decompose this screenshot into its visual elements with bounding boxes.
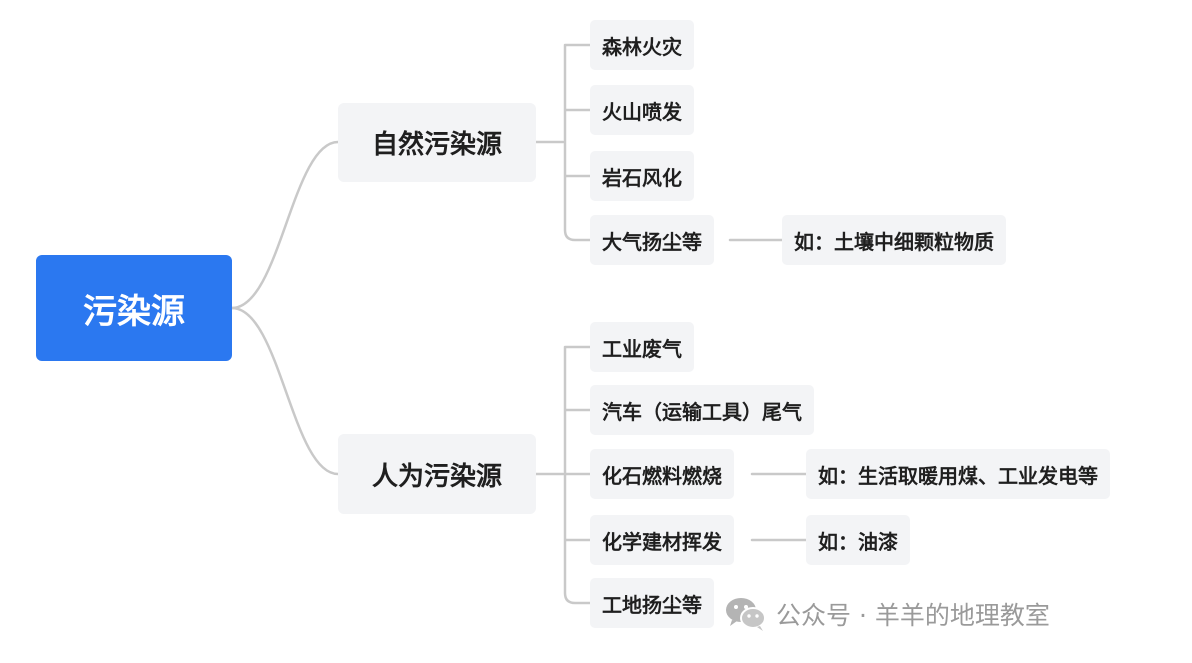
note-heating-power[interactable]: 如：生活取暖用煤、工业发电等: [806, 449, 1110, 499]
wechat-icon: [726, 598, 766, 631]
leaf-rock-weathering[interactable]: 岩石风化: [590, 151, 694, 201]
connector-natural-children: [534, 43, 592, 242]
connector-root-human: [230, 306, 340, 476]
watermark: 公众号 · 羊羊的地理教室: [724, 592, 1050, 636]
leaf-atmospheric-dust[interactable]: 大气扬尘等: [590, 215, 714, 265]
connector-root-natural: [230, 140, 340, 310]
branch-human-sources[interactable]: 人为污染源: [338, 434, 536, 514]
connector-human-children: [534, 345, 592, 605]
leaf-vehicle-exhaust[interactable]: 汽车（运输工具）尾气: [590, 385, 814, 435]
branch-natural-sources[interactable]: 自然污染源: [338, 103, 536, 182]
leaf-construction-dust[interactable]: 工地扬尘等: [590, 578, 714, 628]
leaf-forest-fire[interactable]: 森林火灾: [590, 20, 694, 70]
leaf-fossil-fuel-burning[interactable]: 化石燃料燃烧: [590, 449, 734, 499]
watermark-text: 公众号 · 羊羊的地理教室: [776, 601, 1050, 630]
leaf-industrial-exhaust[interactable]: 工业废气: [590, 322, 694, 372]
leaf-volcano-eruption[interactable]: 火山喷发: [590, 85, 694, 135]
note-soil-particles[interactable]: 如：土壤中细颗粒物质: [782, 215, 1006, 265]
note-paint[interactable]: 如：油漆: [806, 515, 910, 565]
root-node[interactable]: 污染源: [36, 255, 232, 361]
leaf-building-materials-volatilization[interactable]: 化学建材挥发: [590, 515, 734, 565]
